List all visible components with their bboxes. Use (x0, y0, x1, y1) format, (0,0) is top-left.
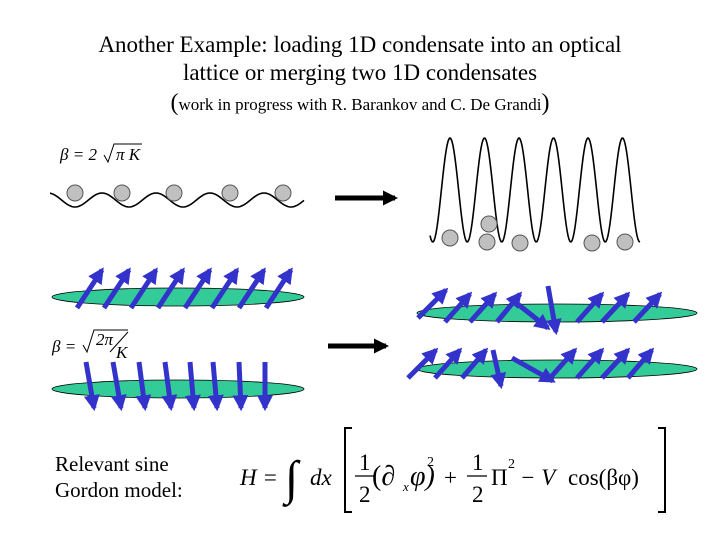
phase-arrow-left-top-1 (74, 267, 105, 310)
radical-sign (103, 143, 142, 164)
ham-phi: φ) (410, 461, 435, 492)
bead-deep-5 (583, 234, 601, 252)
phase-arrow-right-top-8 (600, 291, 631, 324)
beta-2-num: 2π (96, 330, 114, 349)
bead-weak-1 (66, 184, 84, 202)
ham-sub-x: x (402, 479, 409, 494)
fraction-slash (109, 331, 129, 353)
phase-arrow-right-bottom-1 (406, 347, 439, 380)
bead-group-weak-lattice (66, 184, 292, 202)
ham-dx: dx (310, 465, 333, 490)
phase-arrow-right-bottom-2 (433, 347, 463, 380)
bead-weak-4 (221, 184, 239, 202)
phase-arrow-left-bottom-3 (135, 361, 152, 412)
beta-formula-2: β = 2π K (51, 329, 129, 362)
ham-half-2-den: 2 (472, 482, 484, 507)
weak-lattice-potential (49, 192, 305, 208)
phase-arrow-group (74, 267, 663, 412)
deep-lattice-potential (429, 136, 641, 243)
phase-arrow-left-bottom-1 (83, 361, 100, 412)
beta-2-lhs: β = (51, 337, 76, 356)
phase-arrow-left-top-4 (155, 267, 186, 310)
beta-1-rad: π K (116, 145, 142, 164)
ham-integral: ∫ (282, 452, 301, 507)
phase-arrow-right-top-1 (416, 287, 449, 320)
relevant-label-line-2: Gordon model: (55, 478, 183, 502)
phase-arrow-left-bottom-4 (161, 361, 178, 412)
ham-cos: cos(βφ) (568, 465, 639, 490)
ham-plus: + (444, 465, 457, 490)
phase-arrow-right-bottom-7 (575, 347, 605, 380)
phase-arrow-left-top-6 (209, 267, 240, 310)
phase-arrow-left-top-5 (182, 267, 213, 310)
beta-formula-1: β = 2 π K (59, 143, 142, 164)
ham-half-1-den: 2 (359, 482, 371, 507)
ham-d-phi: (∂ (372, 461, 395, 492)
phase-arrow-right-bottom-5 (510, 355, 556, 384)
bead-deep-6 (616, 233, 634, 251)
phase-arrow-right-top-3 (468, 291, 498, 324)
ham-half-2-num: 1 (472, 450, 484, 475)
beta-1-lhs: β = 2 (59, 145, 97, 164)
bead-deep-4 (511, 234, 529, 252)
phase-arrow-right-top-7 (575, 291, 605, 324)
bead-group-deep-lattice (441, 215, 634, 252)
phase-arrow-left-top-7 (236, 267, 267, 310)
phase-arrow-left-bottom-7 (232, 361, 249, 412)
phase-arrow-left-bottom-5 (184, 361, 201, 412)
phase-arrow-right-top-4 (495, 291, 523, 324)
title-line-1: Another Example: loading 1D condensate i… (98, 32, 622, 57)
phase-arrow-left-top-3 (128, 267, 159, 310)
phase-arrow-right-top-6 (545, 285, 562, 336)
title-line-2: lattice or merging two 1D condensates (182, 60, 538, 85)
ham-sq-2: 2 (508, 457, 515, 472)
phase-arrow-right-top-9 (632, 291, 663, 324)
subtitle-text: work in progress with R. Barankov and C.… (178, 95, 542, 114)
bead-weak-5 (274, 184, 292, 202)
ham-Pi: Π (491, 465, 508, 490)
phase-arrow-right-top-2 (443, 291, 473, 324)
phase-arrow-left-bottom-6 (207, 361, 224, 412)
phase-arrow-right-bottom-3 (460, 347, 489, 380)
phase-arrow-right-bottom-9 (626, 347, 655, 380)
ham-sq-1: 2 (427, 455, 434, 470)
phase-arrow-right-top-5 (508, 296, 551, 330)
bead-weak-2 (113, 184, 131, 202)
open-paren: ( (170, 90, 179, 116)
bead-deep-1 (441, 229, 459, 247)
left-bracket (344, 427, 352, 513)
beta-2-den: K (115, 343, 129, 362)
ham-minus-v: − V (520, 465, 558, 490)
bead-weak-3 (165, 184, 183, 202)
bead-deep-2 (480, 215, 498, 233)
radical-sign-2 (82, 329, 128, 354)
phase-arrow-left-top-8 (263, 267, 294, 310)
phase-arrow-right-bottom-4 (490, 349, 507, 390)
relevant-label-line-1: Relevant sine (55, 452, 169, 476)
bead-deep-3 (478, 233, 496, 251)
hamiltonian-formula: H = ∫ dx 1 2 (∂ x φ) 2 + 1 2 Π 2 − V cos… (239, 427, 666, 513)
title-line-3: (work in progress with R. Barankov and C… (0, 88, 720, 120)
phase-arrow-right-bottom-8 (600, 347, 631, 380)
ham-half-1-num: 1 (359, 450, 371, 475)
close-paren: ) (541, 90, 550, 116)
ham-lhs: H = (239, 465, 278, 490)
phase-arrow-left-bottom-2 (110, 361, 127, 412)
right-bracket (658, 427, 666, 513)
phase-arrow-right-bottom-6 (548, 347, 578, 380)
phase-arrow-left-top-2 (101, 267, 132, 310)
